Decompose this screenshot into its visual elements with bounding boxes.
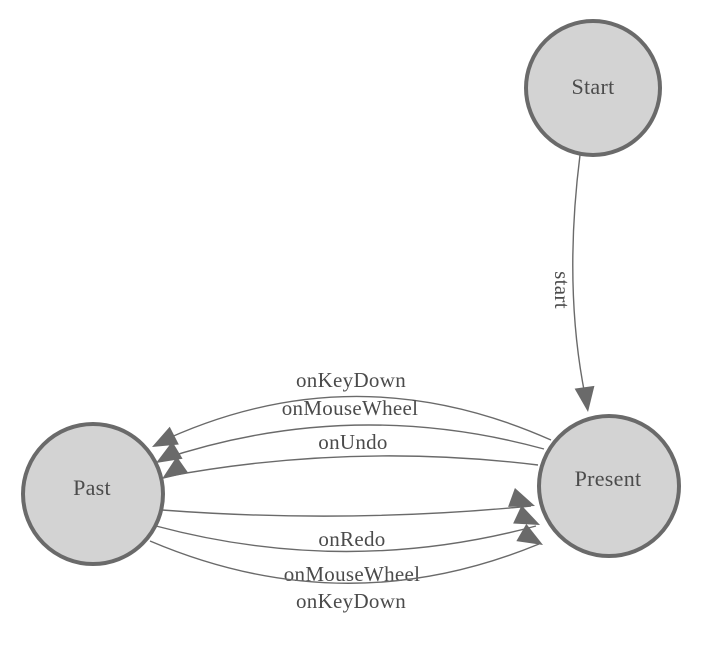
edge-present-past-2 [159, 424, 545, 461]
transition-label-onredo: onRedo [318, 527, 385, 551]
edge-present-past-1 [155, 395, 552, 445]
past-node-circle[interactable] [21, 422, 165, 566]
arrowhead-into-present-3 [516, 523, 543, 545]
present-node-circle[interactable] [537, 414, 681, 558]
edge-present-past-3 [163, 455, 539, 478]
transition-start-to-present: start [550, 154, 595, 412]
transition-label-onkeydown-bottom: onKeyDown [296, 589, 406, 613]
transition-past-to-present-onredo: onRedo [161, 488, 535, 551]
edge-past-present-3 [149, 540, 540, 584]
start-node-label: Start [571, 74, 614, 99]
past-node-label: Past [73, 475, 111, 500]
arrowhead-into-present-1 [508, 488, 535, 507]
arrowhead-into-present-top [574, 385, 595, 412]
transition-present-to-past-onmousewheel: onMouseWheel [156, 396, 545, 463]
transition-label-onundo: onUndo [318, 430, 387, 454]
arrowhead-into-present-2 [513, 505, 540, 525]
transition-label-start: start [550, 271, 574, 309]
transition-label-onmousewheel-top: onMouseWheel [282, 396, 419, 420]
arrowhead-into-past-3 [162, 456, 189, 479]
edge-past-present-2 [155, 525, 537, 553]
start-node-circle[interactable] [524, 19, 662, 157]
edge-start-present [572, 154, 587, 401]
edge-past-present-1 [161, 505, 532, 517]
transition-present-to-past-onkeydown: onKeyDown [152, 368, 552, 447]
state-node-present[interactable]: Present [537, 414, 681, 558]
transition-present-to-past-onundo: onUndo [162, 430, 539, 479]
state-node-past[interactable]: Past [21, 422, 165, 566]
transition-label-onkeydown-top: onKeyDown [296, 368, 406, 392]
transition-label-onmousewheel-bottom: onMouseWheel [284, 562, 421, 586]
present-node-label: Present [575, 466, 642, 491]
arrowhead-into-past-2 [156, 441, 183, 463]
transition-past-to-present-onkeydown: onKeyDown [149, 523, 543, 613]
state-node-start[interactable]: Start [524, 19, 662, 157]
